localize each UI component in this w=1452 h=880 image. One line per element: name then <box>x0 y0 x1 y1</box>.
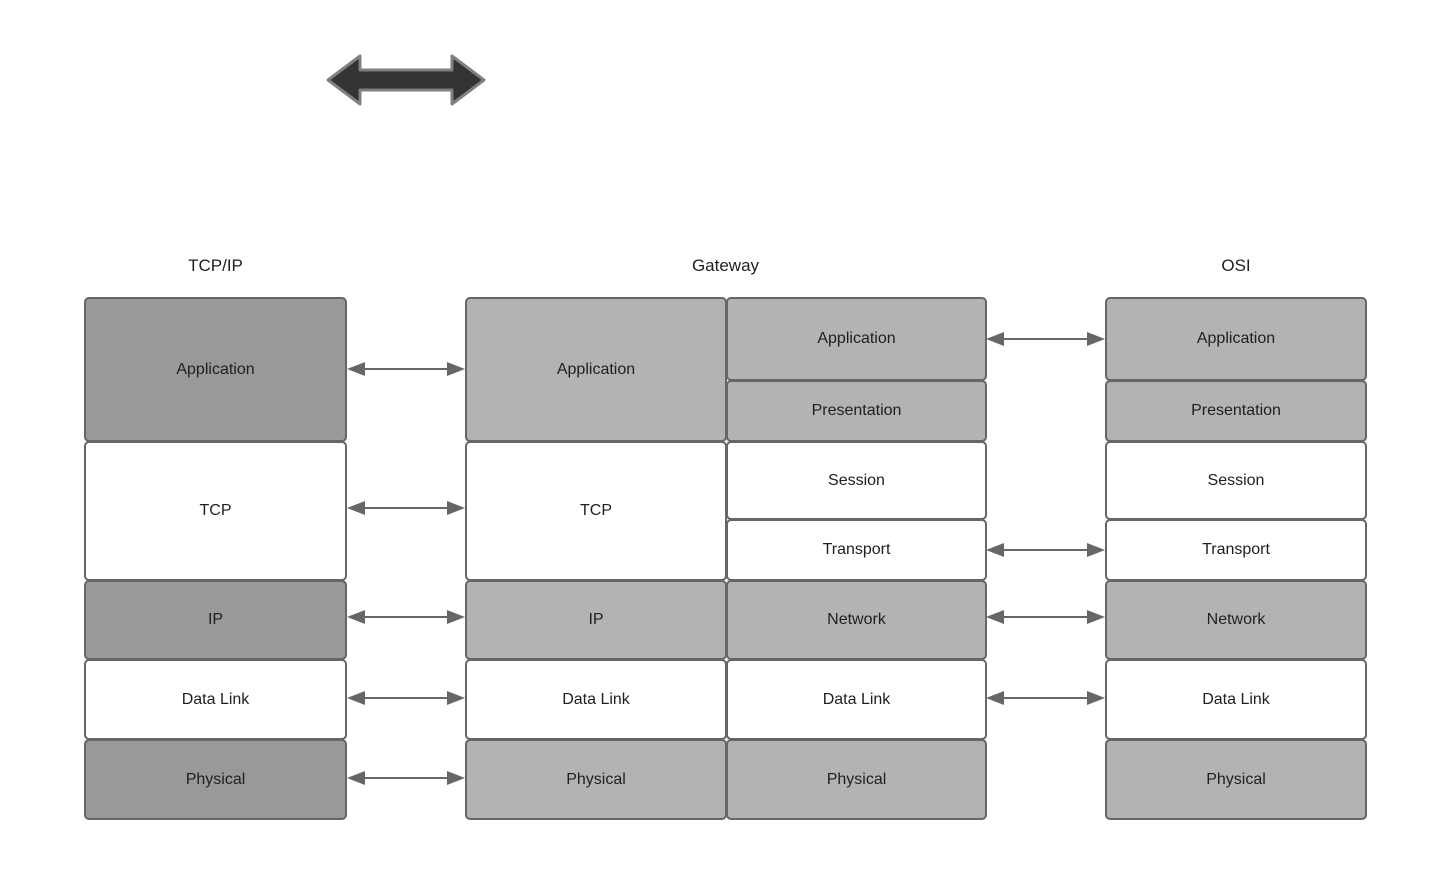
gateway-left-layer-tcp[interactable]: TCP <box>465 441 727 581</box>
connector-tcpip-data-link-to-gateway-data-link <box>347 690 465 706</box>
gateway-left-layer-data-link[interactable]: Data Link <box>465 659 727 740</box>
connector-gateway-application-to-osi-application <box>986 331 1105 347</box>
osi-layer-data-link[interactable]: Data Link <box>1105 659 1367 740</box>
column-title-tcpip: TCP/IP <box>188 256 243 275</box>
bidirectional-arrow-icon <box>320 48 492 112</box>
connector-gateway-transport-to-osi-transport <box>986 542 1105 558</box>
connector-tcpip-ip-to-gateway-ip <box>347 609 465 625</box>
gateway-right-layer-network[interactable]: Network <box>726 580 987 660</box>
connector-tcpip-physical-to-gateway-physical <box>347 770 465 786</box>
gateway-left-layer-physical[interactable]: Physical <box>465 739 727 820</box>
tcpip-layer-ip[interactable]: IP <box>84 580 347 660</box>
tcpip-layer-data-link[interactable]: Data Link <box>84 659 347 740</box>
tcpip-layer-tcp[interactable]: TCP <box>84 441 347 581</box>
osi-layer-session[interactable]: Session <box>1105 441 1367 520</box>
gateway-right-layer-data-link[interactable]: Data Link <box>726 659 987 740</box>
tcpip-layer-application[interactable]: Application <box>84 297 347 442</box>
gateway-right-layer-transport[interactable]: Transport <box>726 519 987 581</box>
connector-gateway-data-link-to-osi-data-link <box>986 690 1105 706</box>
osi-layer-transport[interactable]: Transport <box>1105 519 1367 581</box>
gateway-right-layer-presentation[interactable]: Presentation <box>726 380 987 442</box>
gateway-right-layer-session[interactable]: Session <box>726 441 987 520</box>
connector-gateway-network-to-osi-network <box>986 609 1105 625</box>
tcpip-layer-physical[interactable]: Physical <box>84 739 347 820</box>
gateway-left-layer-application[interactable]: Application <box>465 297 727 442</box>
column-title-osi: OSI <box>1221 256 1251 275</box>
osi-layer-presentation[interactable]: Presentation <box>1105 380 1367 442</box>
gateway-right-layer-application[interactable]: Application <box>726 297 987 381</box>
osi-layer-physical[interactable]: Physical <box>1105 739 1367 820</box>
connector-tcpip-tcp-to-gateway-tcp <box>347 500 465 516</box>
connector-tcpip-application-to-gateway-application <box>347 361 465 377</box>
gateway-left-layer-ip[interactable]: IP <box>465 580 727 660</box>
gateway-right-layer-physical[interactable]: Physical <box>726 739 987 820</box>
osi-layer-application[interactable]: Application <box>1105 297 1367 381</box>
column-title-gateway: Gateway <box>691 256 760 275</box>
osi-layer-network[interactable]: Network <box>1105 580 1367 660</box>
